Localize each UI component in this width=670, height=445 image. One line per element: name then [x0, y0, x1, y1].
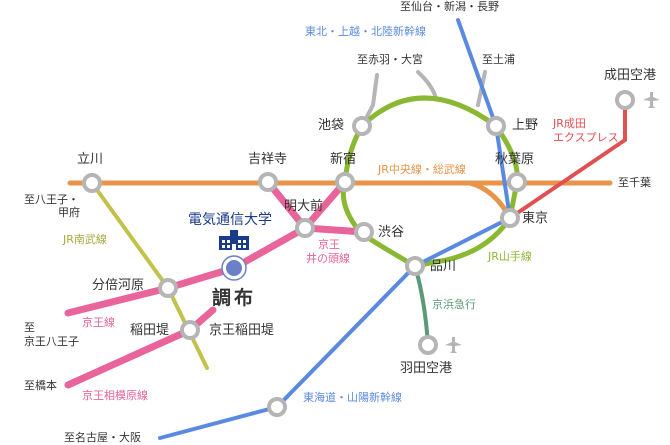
label-yamanote: JR山手線: [488, 250, 532, 263]
dest-hashimoto: 至橋本: [24, 379, 57, 392]
station-tachikawa[interactable]: [82, 173, 102, 193]
label-keio-sagamihara: 京王相模原線: [82, 389, 148, 402]
station-meidaimae[interactable]: [295, 218, 315, 238]
station-shinagawa[interactable]: [405, 256, 425, 276]
nambu-line: [90, 181, 209, 370]
station-chofu-dot[interactable]: [226, 260, 242, 276]
label-ueno: 上野: [512, 118, 539, 133]
narita-express-line: [508, 98, 627, 220]
dest-hachioji-kofu-2: 甲府: [58, 206, 80, 219]
label-keikyu: 京浜急行: [432, 298, 476, 311]
airplane-icon: [643, 92, 660, 108]
label-tohoku-shinkansen: 東北・上越・北陸新幹線: [305, 25, 426, 38]
label-chuo-sobu: JR中央線・総武線: [378, 163, 466, 176]
dest-akabane: 至赤羽・大宮: [357, 53, 423, 66]
label-akihabara: 秋葉原: [495, 152, 535, 167]
dest-tsuchiura: 至土浦: [482, 53, 515, 66]
station-ueno[interactable]: [486, 116, 506, 136]
label-nambu: JR南武線: [63, 233, 107, 246]
label-keio: 京王線: [82, 316, 115, 329]
station-ikebukuro[interactable]: [352, 116, 372, 136]
label-tachikawa: 立川: [77, 152, 104, 167]
label-ikebukuro: 池袋: [318, 118, 345, 133]
label-inokashira: 京王: [318, 238, 340, 251]
dest-keio-hachioji-2: 京王八王子: [24, 335, 79, 348]
tokaido-shinkansen-line: [158, 216, 512, 440]
station-akihabara[interactable]: [507, 172, 527, 192]
dest-chiba: 至千葉: [618, 176, 651, 189]
station-shibuya[interactable]: [354, 222, 374, 242]
label-chofu: 調布: [212, 287, 257, 309]
label-tokyo: 東京: [522, 211, 549, 226]
station-tokyo[interactable]: [500, 208, 520, 228]
label-kichijoji: 吉祥寺: [248, 152, 288, 167]
keikyu-line: [413, 265, 430, 346]
station-inadazutsumi[interactable]: [180, 320, 200, 340]
station-shinjuku[interactable]: [335, 172, 355, 192]
label-shinjuku: 新宿: [330, 152, 357, 167]
dest-sendai: 至仙台・新潟・長野: [400, 0, 499, 13]
label-narita-express-2: エクスプレス: [553, 131, 619, 144]
label-shibuya: 渋谷: [378, 225, 405, 240]
dest-nagoya: 至名古屋・大阪: [64, 431, 141, 444]
label-narita-express: JR成田: [553, 117, 586, 130]
label-haneda: 羽田空港: [400, 361, 453, 376]
label-tokaido-shinkansen: 東海道・山陽新幹線: [303, 391, 402, 404]
dest-keio-hachioji: 至: [24, 321, 35, 334]
label-shinagawa: 品川: [430, 259, 457, 274]
airplane-icon: [445, 337, 462, 353]
station-haneda[interactable]: [418, 335, 438, 355]
label-bubaigawara: 分倍河原: [92, 278, 145, 293]
school-building-icon: [219, 230, 249, 250]
station-narita[interactable]: [615, 90, 635, 110]
dest-hachioji-kofu: 至八王子・: [24, 193, 79, 206]
label-inokashira-2: 井の頭線: [306, 252, 350, 265]
station-bubaigawara[interactable]: [158, 278, 178, 298]
campus-name: 電気通信大学: [188, 212, 272, 228]
label-inadazutsumi: 稲田堤: [130, 323, 170, 338]
label-meidaimae: 明大前: [284, 199, 324, 214]
station-kichijoji[interactable]: [258, 172, 278, 192]
label-keio-inadazutsumi: 京王稲田堤: [209, 323, 275, 338]
label-narita: 成田空港: [604, 68, 657, 83]
station-shin-yokohama[interactable]: [267, 397, 287, 417]
line-to-omiya: [416, 70, 438, 100]
